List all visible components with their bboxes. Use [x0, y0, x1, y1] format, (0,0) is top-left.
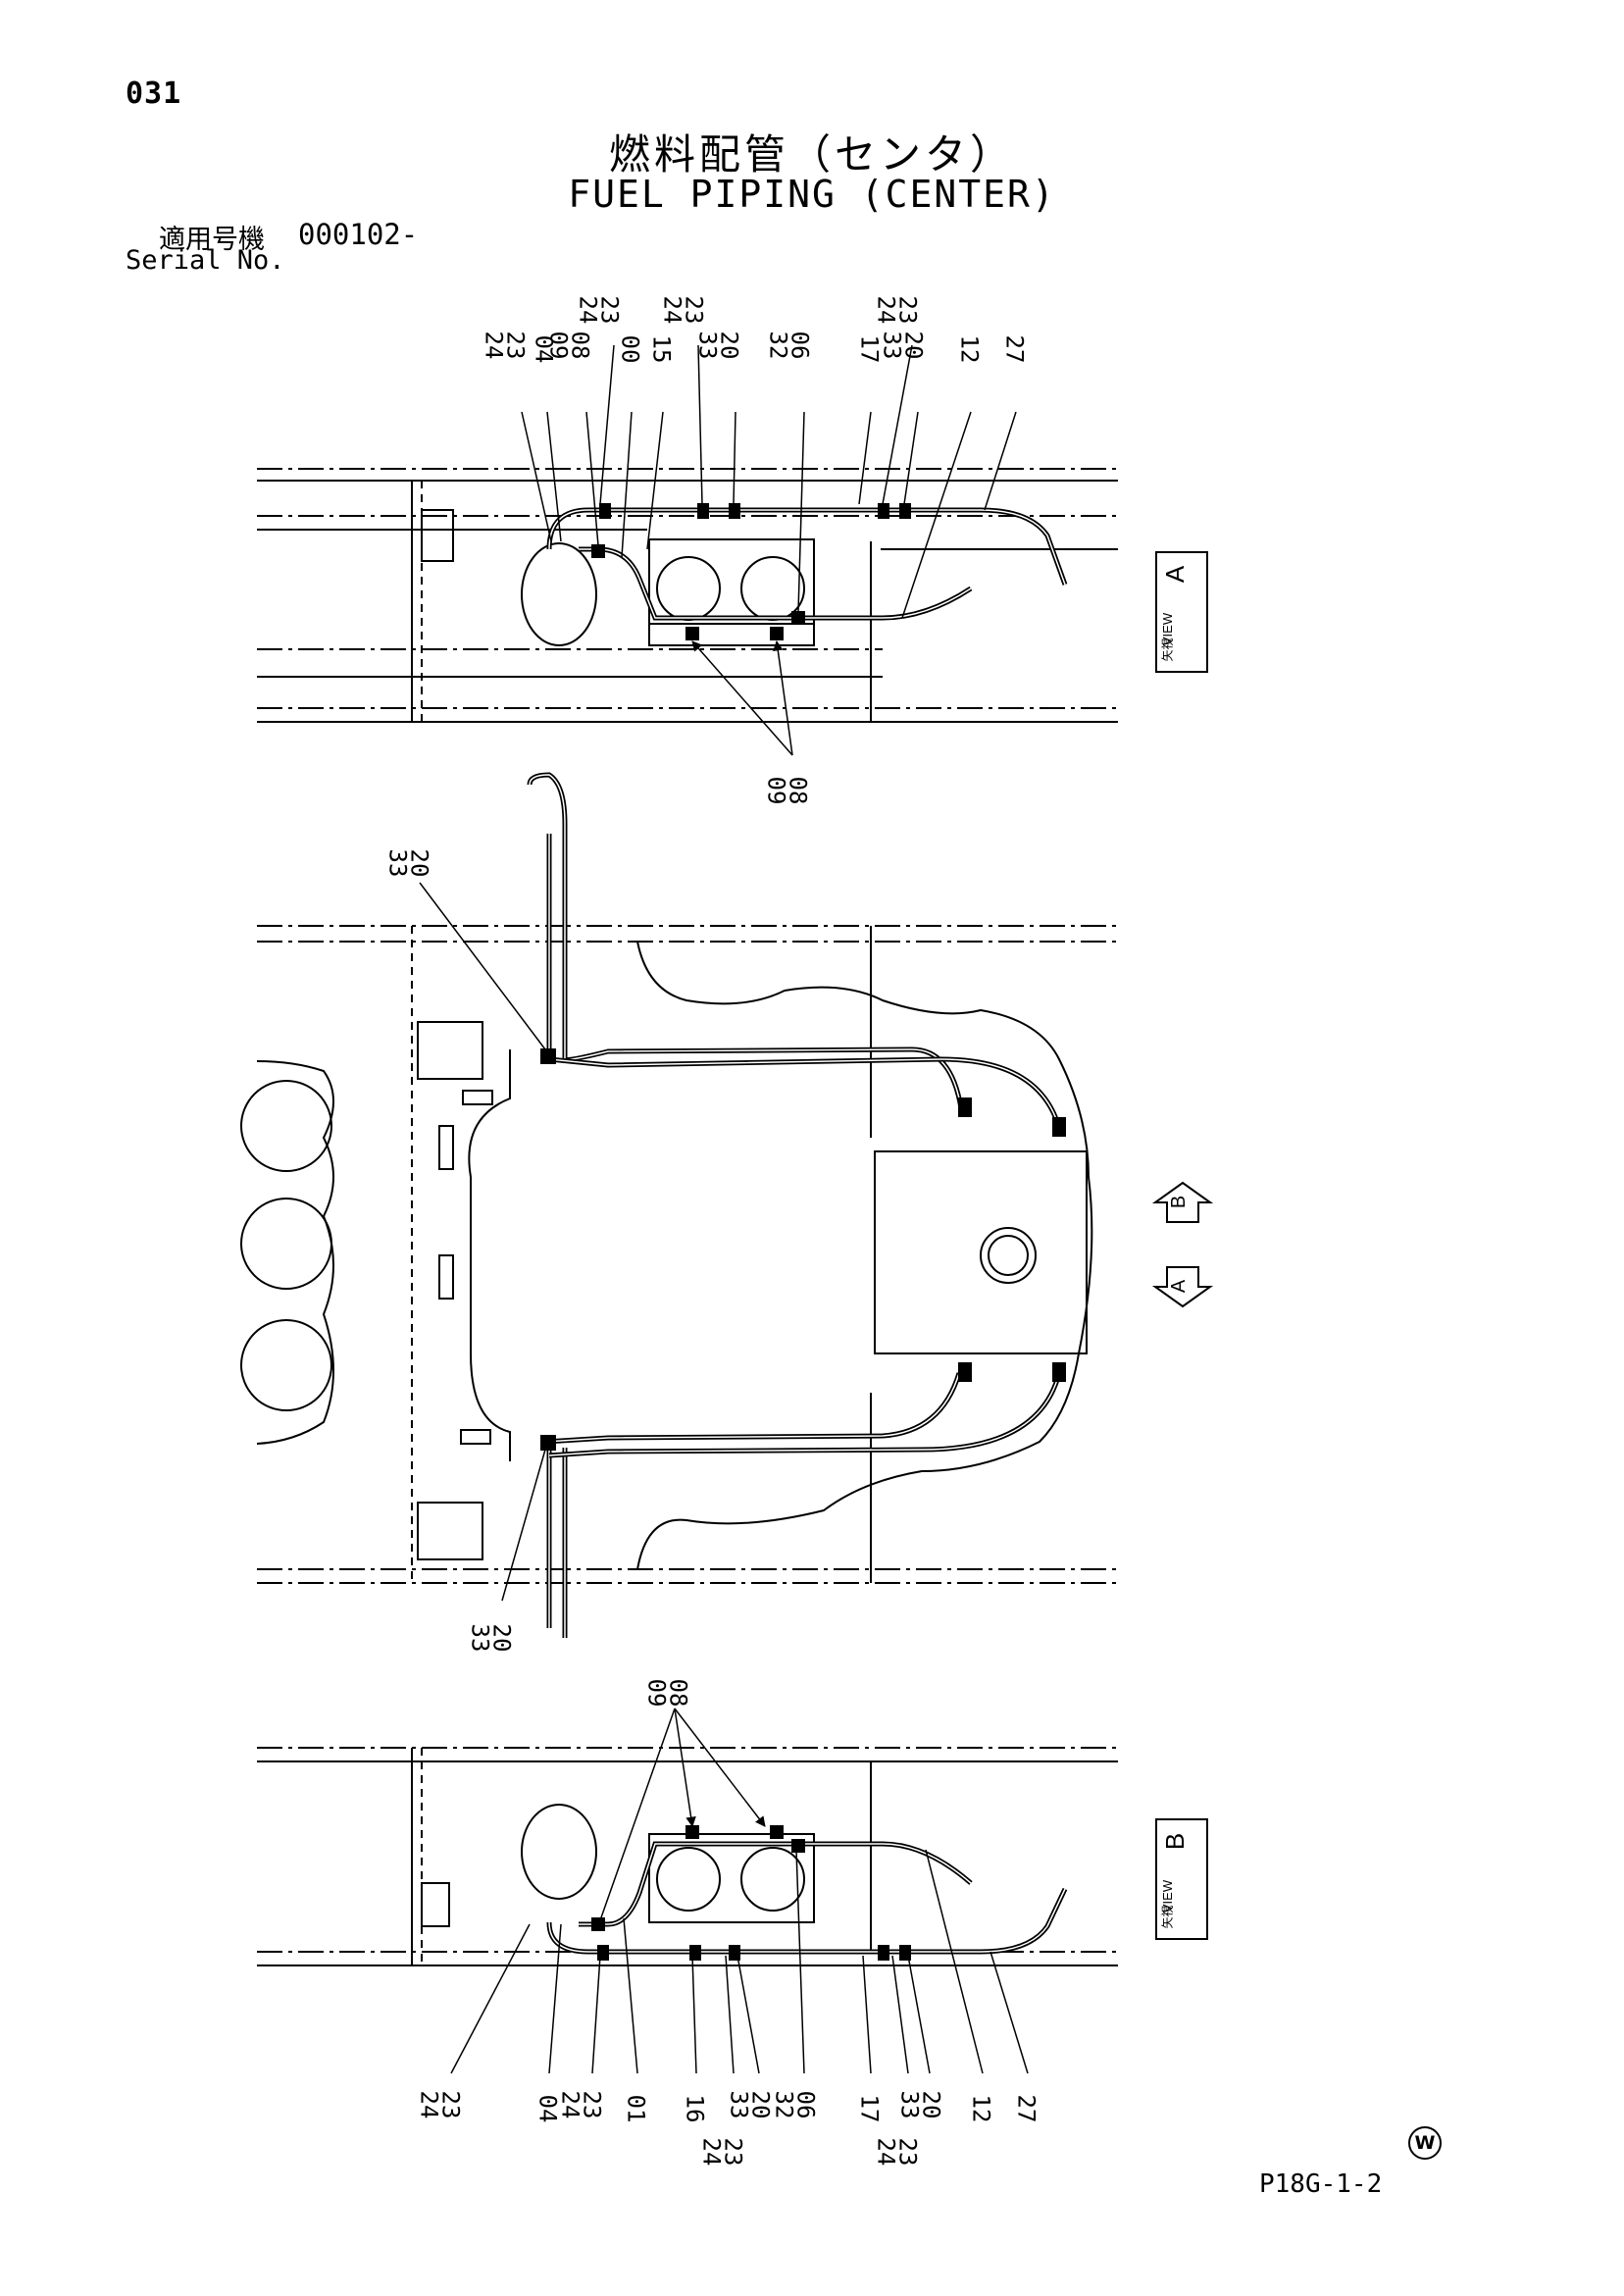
main-view-drawing [240, 772, 1118, 1638]
callout-label: 23 24 [872, 295, 922, 325]
arrow-b-letter: B [1168, 1195, 1191, 1209]
callout-label: 16 [681, 2094, 709, 2123]
serial-label-japanese: 適用号機 [159, 225, 265, 255]
view-b-callout-lines [450, 1708, 1029, 2074]
direction-arrow-a-icon [1151, 1266, 1214, 1308]
callout-label: 20 33 [725, 2090, 775, 2119]
callout-label: 23 24 [872, 2137, 922, 2167]
callout-label: 27 [1012, 2094, 1040, 2123]
callout-label: 23 24 [574, 295, 624, 325]
callout-label: 12 [967, 2094, 995, 2123]
circled-w-mark: W [1408, 2126, 1442, 2160]
callout-label: 23 24 [556, 2090, 606, 2119]
view-b-label-letter: B [1160, 1832, 1191, 1851]
main-view-callout-bottom: 20 33 [466, 1623, 516, 1653]
view-a-callout-lines [521, 344, 1017, 756]
serial-number-value: 000102- [298, 218, 419, 251]
callout-label: 23 24 [480, 331, 530, 360]
callout-label: 08 09 [642, 1678, 692, 1708]
title-english: FUEL PIPING (CENTER) [568, 173, 1056, 216]
callout-label: 15 [647, 334, 676, 364]
callout-label: 08 09 [762, 776, 812, 805]
view-b-drawing [257, 1747, 1118, 1966]
callout-label: 06 32 [770, 2090, 820, 2119]
callout-label: 00 [616, 334, 644, 364]
view-a-label: A VIEW 矢視 [1155, 551, 1208, 673]
arrow-a-letter: A [1168, 1279, 1191, 1294]
view-b-label: B VIEW 矢視 [1155, 1818, 1208, 1940]
title-japanese: 燃料配管（センタ） [608, 130, 1015, 179]
view-a-drawing [257, 468, 1118, 723]
serial-label-english: Serial No. [126, 245, 285, 276]
callout-label: 17 [855, 2094, 884, 2123]
page-number: 031 [126, 77, 182, 111]
main-view-callout-lines [419, 882, 546, 1602]
view-a-label-letter: A [1160, 565, 1191, 584]
document-code: P18G-1-2 [1259, 2169, 1383, 2199]
callout-label: 06 32 [764, 331, 814, 360]
direction-arrow-b-icon [1151, 1181, 1214, 1223]
callout-label: 20 33 [878, 331, 928, 360]
callout-label: 08 09 [544, 331, 594, 360]
callout-label: 23 24 [415, 2090, 465, 2119]
callout-label: 23 24 [658, 295, 708, 325]
callout-label: 20 33 [693, 331, 743, 360]
view-a-label-jp: 矢視 [1160, 638, 1175, 662]
view-b-label-jp: 矢視 [1160, 1905, 1175, 1929]
callout-label: 27 [1000, 334, 1029, 364]
main-view-callout-top: 20 33 [383, 848, 433, 878]
callout-label: 01 [622, 2094, 650, 2123]
callout-label: 12 [955, 334, 984, 364]
callout-label: 20 33 [895, 2090, 945, 2119]
callout-label: 23 24 [697, 2137, 747, 2167]
